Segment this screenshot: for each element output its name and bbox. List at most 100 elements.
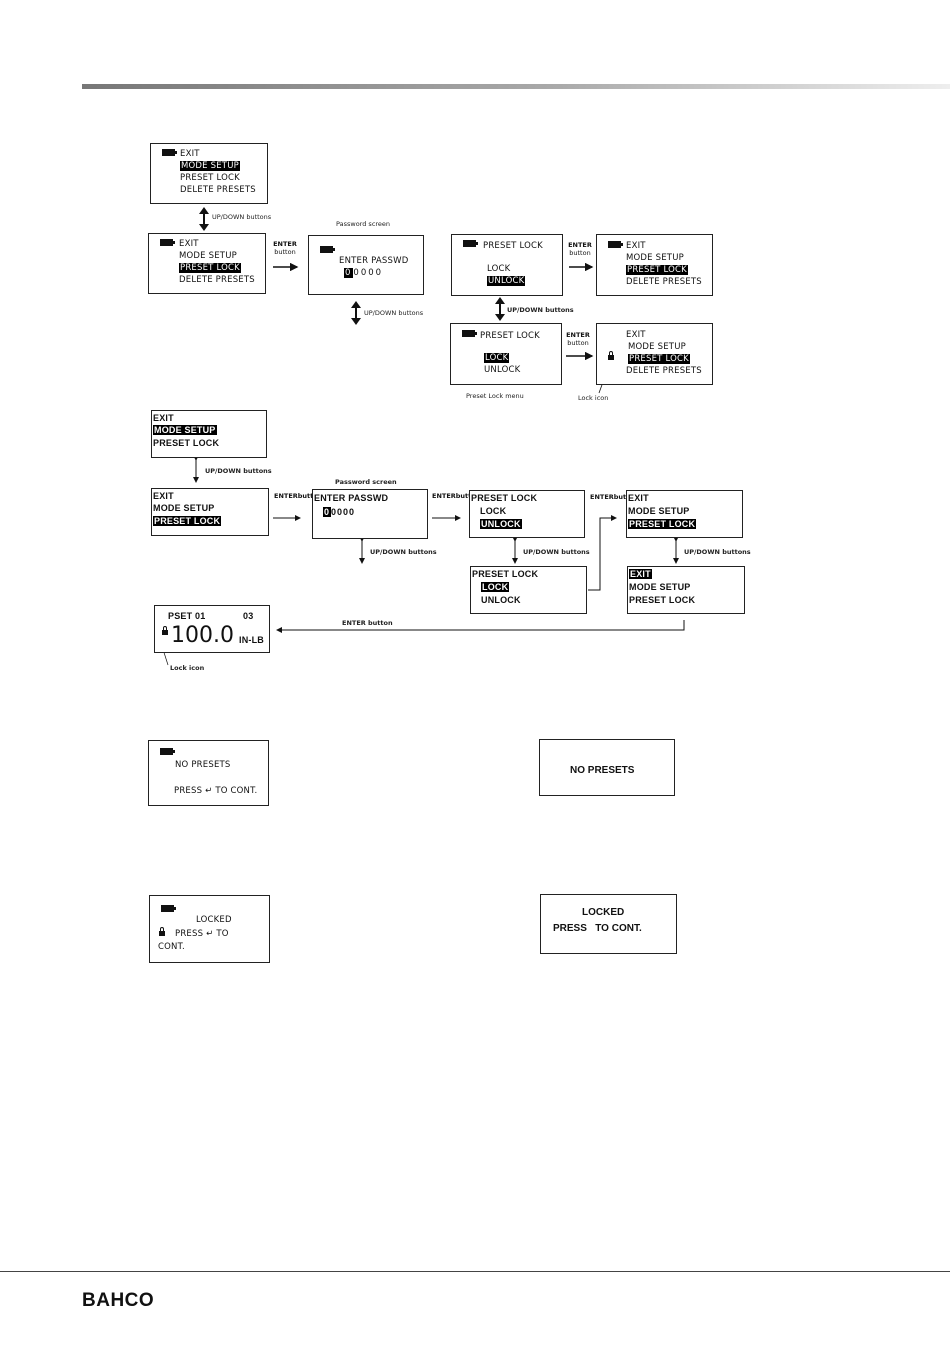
battery-icon <box>161 905 176 912</box>
menu-item-exit: EXIT <box>628 493 649 503</box>
menu-item-mode-setup: MODE SETUP <box>628 506 690 516</box>
lock-option: LOCK <box>480 506 507 516</box>
up-down-label: UP/DOWN buttons <box>205 467 272 475</box>
lock-menu-title: PRESET LOCK <box>480 331 540 341</box>
password-title: ENTER PASSWD <box>314 493 389 503</box>
menu-item-delete-presets: DELETE PRESETS <box>180 185 256 195</box>
password-digits: 00000 <box>344 268 384 278</box>
lock-option: LOCK <box>481 582 510 592</box>
no-presets-text: NO PRESETS <box>570 765 635 776</box>
menu-item-delete-presets: DELETE PRESETS <box>626 366 702 376</box>
menu2-mode-setup: EXIT MODE SETUP PRESET LOCK <box>151 410 267 458</box>
lock-menu-title: PRESET LOCK <box>472 569 539 579</box>
menu2-preset-lock: EXIT MODE SETUP PRESET LOCK <box>151 488 269 536</box>
battery-icon <box>608 241 623 248</box>
preset-number: PSET 01 <box>168 611 206 621</box>
locked-text: LOCKED <box>196 915 232 925</box>
unlock-option: UNLOCK <box>480 519 522 529</box>
menu-item-exit: EXIT <box>629 569 652 579</box>
press-to-continue-text: PRESS TO CONT. <box>553 923 642 934</box>
unlock-option: UNLOCK <box>487 276 526 286</box>
lock-option: LOCK <box>484 353 510 363</box>
menu-item-mode-setup: MODE SETUP <box>153 503 215 513</box>
password2-screen: ENTER PASSWD 00000 <box>312 489 428 539</box>
locked-text: LOCKED <box>582 907 625 918</box>
menu-item-mode-setup: MODE SETUP <box>180 161 240 171</box>
menu-item-mode-setup: MODE SETUP <box>629 582 691 592</box>
unlock-option: UNLOCK <box>484 365 521 375</box>
battery-icon <box>162 149 177 156</box>
enter-icon: ↵ <box>206 929 214 939</box>
cont-text: CONT. <box>158 942 185 952</box>
password-screen: ENTER PASSWD 00000 <box>308 235 424 295</box>
menu-item-preset-lock: PRESET LOCK <box>153 516 222 526</box>
menu-screen-locked: EXIT MODE SETUP PRESET LOCK DELETE PRESE… <box>596 323 713 385</box>
no-presets-text: NO PRESETS <box>175 760 231 770</box>
menu-item-mode-setup: MODE SETUP <box>628 342 686 352</box>
enter-button-label: ENTERbutton <box>590 493 638 501</box>
lock2-screen-unlock: PRESET LOCK LOCK UNLOCK <box>469 490 585 538</box>
menu-item-preset-lock: PRESET LOCK <box>626 265 688 275</box>
locked-screen-alt: LOCKED PRESS TO CONT. <box>540 894 677 954</box>
menu-item-mode-setup: MODE SETUP <box>626 253 684 263</box>
run-screen: PSET 01 03 100.0 IN-LB <box>154 605 270 653</box>
preset-lock-screen-unlock: PRESET LOCK LOCK UNLOCK <box>451 234 563 296</box>
no-presets-screen-alt: NO PRESETS <box>539 739 675 796</box>
battery-icon <box>462 330 477 337</box>
menu-item-preset-lock: PRESET LOCK <box>180 173 240 183</box>
up-down-label: UP/DOWN buttons <box>523 548 590 556</box>
battery-icon <box>463 240 478 247</box>
up-down-label: UP/DOWN buttons <box>370 548 437 556</box>
password-title: ENTER PASSWD <box>339 256 409 266</box>
enter-button-label: ENTERbutton <box>274 492 323 500</box>
preset-count: 03 <box>243 611 254 621</box>
brand-logo: BAHCO <box>82 1290 155 1311</box>
menu-item-exit: EXIT <box>179 239 199 249</box>
menu-item-mode-setup: MODE SETUP <box>179 251 237 261</box>
menu-item-preset-lock: PRESET LOCK <box>628 354 690 364</box>
torque-value: 100.0 <box>171 623 234 648</box>
menu-item-delete-presets: DELETE PRESETS <box>626 277 702 287</box>
up-down-label: UP/DOWN buttons <box>212 213 272 221</box>
battery-icon <box>160 748 175 755</box>
enter-button-label: ENTER button <box>342 619 393 627</box>
menu2-after-unlock: EXIT MODE SETUP PRESET LOCK <box>626 490 743 538</box>
menu-item-delete-presets: DELETE PRESETS <box>179 275 255 285</box>
lock-icon <box>608 351 614 360</box>
menu-item-exit: EXIT <box>626 330 646 340</box>
press-to-continue-text: PRESS ↵ TO CONT. <box>174 786 258 796</box>
lock-icon-label: Lock icon <box>578 394 609 402</box>
menu-item-exit: EXIT <box>180 149 200 159</box>
lock-option: LOCK <box>487 264 511 274</box>
menu-item-preset-lock: PRESET LOCK <box>628 519 697 529</box>
battery-icon <box>160 239 175 246</box>
footer-rule <box>0 1271 950 1272</box>
password-screen-label: Password screen <box>335 478 397 486</box>
enter-icon: ↵ <box>205 786 213 796</box>
menu2-exit-selected: EXIT MODE SETUP PRESET LOCK <box>627 566 745 614</box>
up-down-label: UP/DOWN buttons <box>507 306 574 314</box>
unlock-option: UNLOCK <box>481 595 521 605</box>
preset-lock-screen-lock: PRESET LOCK LOCK UNLOCK <box>450 323 562 385</box>
no-presets-screen: NO PRESETS PRESS ↵ TO CONT. <box>148 740 269 806</box>
menu-screen-preset-lock: EXIT MODE SETUP PRESET LOCK DELETE PRESE… <box>148 233 266 294</box>
press-to-text: PRESS ↵ TO <box>175 929 229 939</box>
menu-item-preset-lock: PRESET LOCK <box>629 595 696 605</box>
header-rule <box>82 84 950 89</box>
menu-screen-mode-setup: EXIT MODE SETUP PRESET LOCK DELETE PRESE… <box>150 143 268 204</box>
lock-icon <box>162 626 168 635</box>
lock2-screen-lock: PRESET LOCK LOCK UNLOCK <box>470 566 587 614</box>
menu-item-mode-setup: MODE SETUP <box>153 425 217 435</box>
battery-icon <box>320 246 335 253</box>
menu-item-exit: EXIT <box>153 413 174 423</box>
password-digits: 00000 <box>323 507 356 517</box>
lock-menu-title: PRESET LOCK <box>483 241 543 251</box>
locked-screen: LOCKED PRESS ↵ TO CONT. <box>149 895 270 963</box>
torque-unit: IN-LB <box>239 635 264 645</box>
menu-item-exit: EXIT <box>626 241 646 251</box>
lock-icon <box>159 927 165 936</box>
enter-button-label: ENTERbutton <box>432 492 480 500</box>
